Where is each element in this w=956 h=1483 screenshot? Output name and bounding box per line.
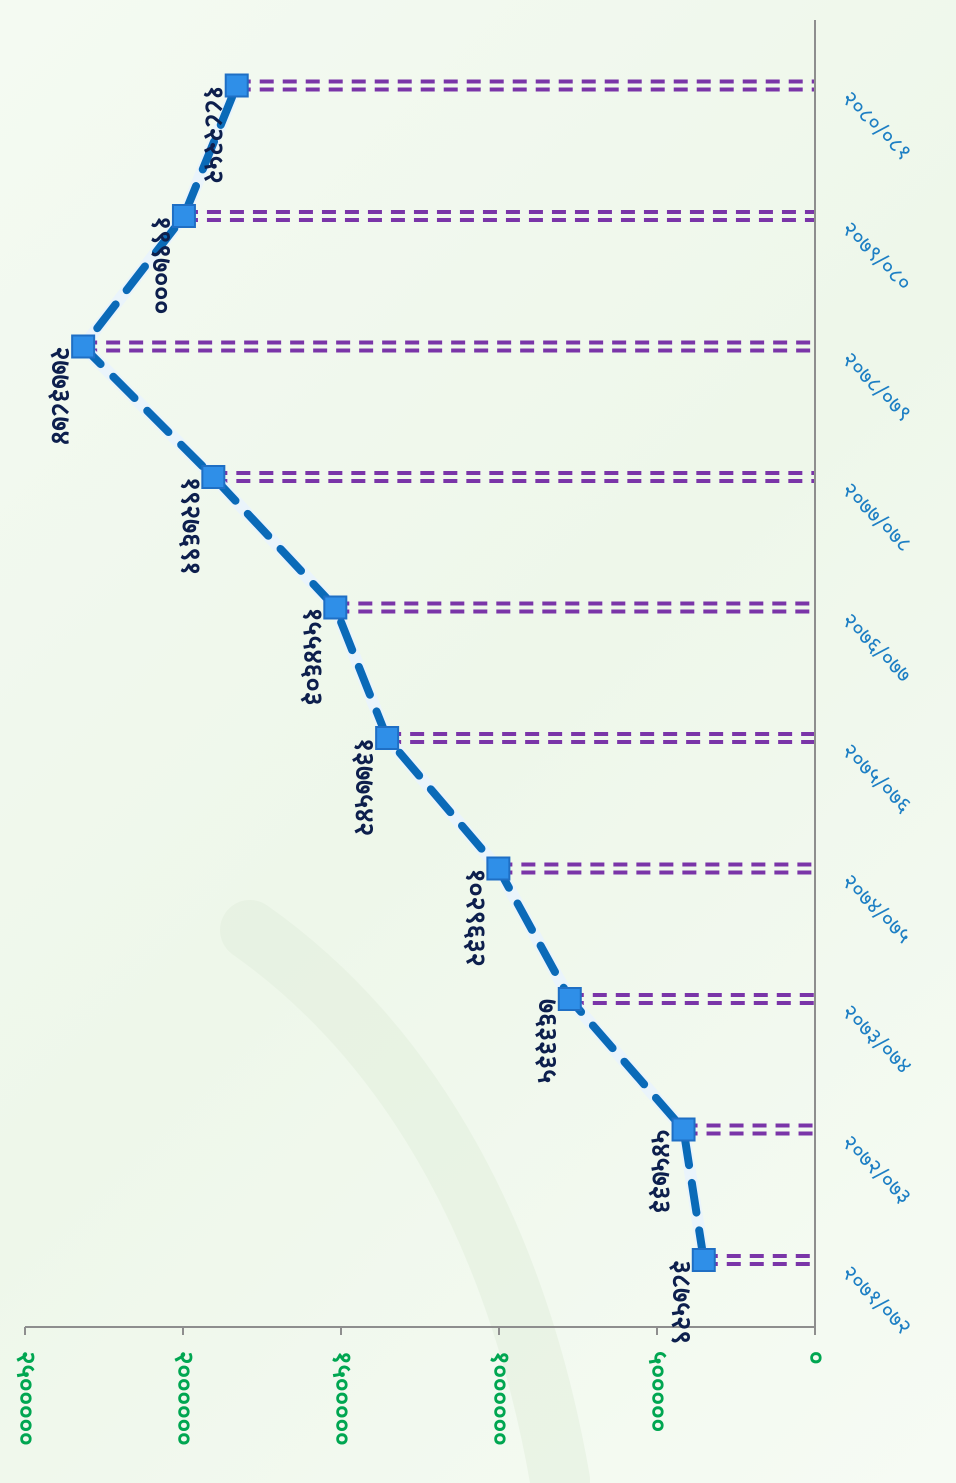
category-tick-label: २०७५/०७६ bbox=[837, 739, 917, 819]
value-tick-label: २०००००० bbox=[169, 1351, 199, 1446]
category-tick-label: २०७७/०७८ bbox=[837, 478, 917, 558]
category-tick-label: २०७६/०७७ bbox=[837, 608, 917, 688]
data-point bbox=[71, 334, 96, 359]
category-tick-label: २०७३/०७४ bbox=[837, 1000, 917, 1080]
series-line bbox=[77, 79, 710, 1266]
y-axis-ticks: ० ५००००० १०००००० १५००००० २०००००० २५००००० bbox=[11, 1327, 831, 1446]
category-tick-label: २०८०/०८१ bbox=[837, 86, 917, 166]
category-tick-label: २०७१/०७२ bbox=[837, 1261, 917, 1341]
data-label: ५४५७३३ bbox=[645, 1130, 676, 1214]
value-tick-label: ० bbox=[801, 1351, 831, 1365]
data-point bbox=[557, 987, 582, 1011]
data-label: १३७७५४२ bbox=[349, 738, 380, 836]
data-point bbox=[375, 726, 400, 750]
category-tick-label: २०७९/०८० bbox=[837, 217, 917, 297]
drop-lines bbox=[83, 79, 815, 1266]
data-point bbox=[486, 856, 511, 881]
value-tick-label: ५००००० bbox=[643, 1351, 673, 1432]
data-label: ३८७५२९ bbox=[665, 1260, 696, 1344]
data-label: १९२७६९१ bbox=[175, 477, 206, 575]
category-tick-label: २०७२/०७३ bbox=[837, 1130, 917, 1210]
data-label: १५५४६०३ bbox=[297, 608, 328, 706]
data-label: ७६३३३५ bbox=[531, 999, 562, 1083]
axes bbox=[25, 20, 816, 1328]
data-point bbox=[691, 1248, 716, 1272]
data-labels: ३८७५२९ ५४५७३३ ७६३३३५ १०२९६३२ १३७७५४२ १५५४६०३ १… bbox=[45, 86, 697, 1345]
value-tick-label: २५००००० bbox=[11, 1351, 41, 1446]
data-point bbox=[171, 204, 196, 228]
data-label: २७७३८७४ bbox=[45, 347, 76, 445]
data-label: १८८२२५२ bbox=[198, 86, 229, 184]
data-point bbox=[201, 465, 226, 489]
data-label: १९९७००० bbox=[145, 216, 176, 314]
category-tick-label: २०७४/०७५ bbox=[837, 869, 917, 949]
markers bbox=[71, 73, 716, 1272]
data-point bbox=[671, 1117, 696, 1142]
x-axis-ticks: २०७१/०७२ २०७२/०७३ २०७३/०७४ २०७४/०७५ २०७५/०७६… bbox=[837, 86, 917, 1340]
value-tick-label: १०००००० bbox=[485, 1351, 515, 1446]
value-tick-label: १५००००० bbox=[327, 1351, 357, 1446]
series-line-path bbox=[79, 81, 708, 1264]
data-label: १०२९६३२ bbox=[460, 869, 491, 967]
category-tick-label: २०७८/०७९ bbox=[837, 347, 917, 427]
data-point bbox=[323, 595, 348, 620]
data-point bbox=[224, 73, 249, 98]
background-swoosh bbox=[220, 900, 590, 1483]
